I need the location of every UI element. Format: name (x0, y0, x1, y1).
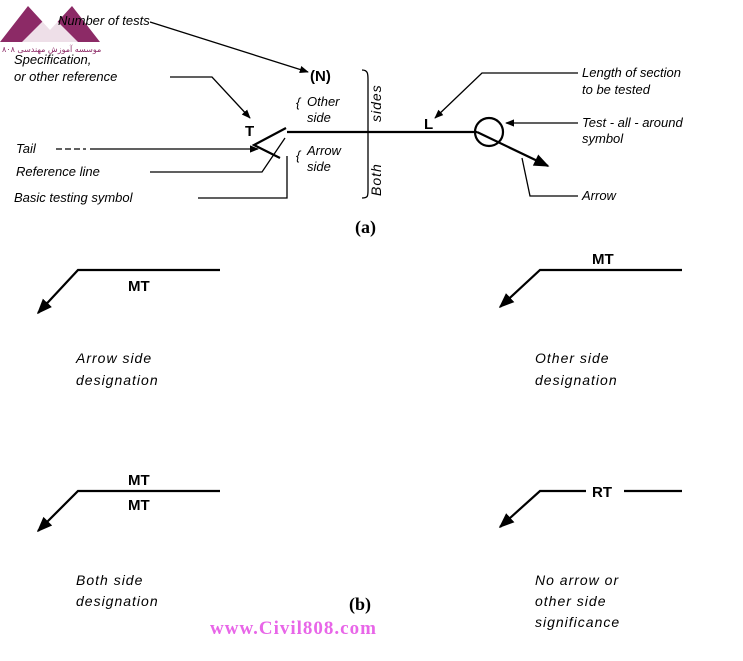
logo-text: موسسه آموزش مهندسی ۸۰۸ (2, 44, 101, 54)
svg-text:{: { (296, 148, 302, 163)
tail-shape (251, 127, 287, 159)
label-test-all-around-1: Test - all - around (582, 115, 683, 130)
mt-arrow-side: MT (128, 278, 150, 295)
label-length-2: to be tested (582, 82, 651, 97)
part-b-label: (b) (349, 594, 371, 615)
symbol-t: T (245, 123, 254, 140)
label-arrow-side-1: Arrow (306, 143, 343, 158)
leader-number-of-tests (149, 21, 309, 73)
rt-no-arrow: RT (592, 484, 612, 501)
arrow-line (476, 131, 550, 167)
caption-both-side-1: Both side (76, 572, 143, 588)
label-sides: sides (368, 84, 384, 122)
caption-arrow-side-2: designation (76, 372, 159, 388)
label-other-side-1: Other (307, 94, 340, 109)
label-other-side-2: side (307, 110, 331, 125)
label-arrow-side-2: side (307, 159, 331, 174)
caption-no-arrow-3: significance (535, 614, 620, 630)
symbol-l: L (424, 116, 433, 133)
part-b: MT Arrow side designation MT Other side … (36, 251, 682, 630)
label-specification: Specification, (14, 52, 91, 67)
label-tail: Tail (16, 141, 37, 156)
example-both-side: MT MT Both side designation (36, 472, 220, 609)
leader-specification (170, 76, 251, 119)
part-a-label: (a) (355, 217, 376, 238)
svg-text:{: { (296, 95, 302, 110)
logo-mark-icon (0, 6, 100, 42)
watermark: www.Civil808.com (210, 618, 377, 639)
caption-no-arrow-2: other side (535, 593, 606, 609)
mt-other-side: MT (592, 251, 614, 268)
label-other-reference: or other reference (14, 69, 117, 84)
mt-both-side-bottom: MT (128, 497, 150, 514)
label-reference-line: Reference line (16, 164, 100, 179)
label-number-of-tests: Number of tests (58, 13, 150, 28)
symbol-n: (N) (310, 68, 331, 85)
example-other-side: MT Other side designation (498, 251, 682, 388)
example-no-arrow: RT No arrow or other side significance (498, 484, 682, 630)
test-all-around-circle (473, 116, 505, 148)
leader-arrow (521, 157, 578, 197)
label-length-1: Length of section (582, 65, 681, 80)
label-test-all-around-2: symbol (582, 131, 624, 146)
part-a: Number of tests Specification, or other … (14, 13, 683, 238)
caption-both-side-2: designation (76, 593, 159, 609)
mt-both-side-top: MT (128, 472, 150, 489)
label-arrow: Arrow (581, 188, 618, 203)
leader-basic-symbol (198, 156, 288, 199)
logo: موسسه آموزش مهندسی ۸۰۸ (0, 6, 101, 54)
caption-other-side-2: designation (535, 372, 618, 388)
caption-other-side-1: Other side (535, 350, 610, 366)
label-both: Both (368, 163, 384, 196)
caption-no-arrow-1: No arrow or (535, 572, 619, 588)
example-arrow-side: MT Arrow side designation (36, 268, 220, 388)
leader-reference-line (150, 137, 286, 173)
caption-arrow-side-1: Arrow side (75, 350, 152, 366)
leader-length (434, 72, 578, 119)
label-basic-testing-symbol: Basic testing symbol (14, 190, 134, 205)
